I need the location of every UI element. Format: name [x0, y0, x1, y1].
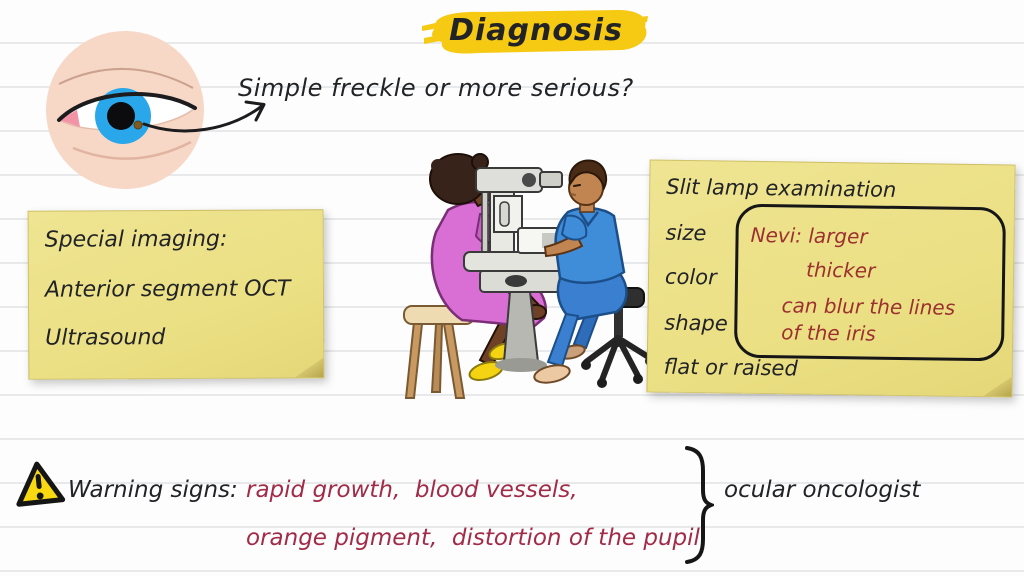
page-title-block: Diagnosis	[420, 6, 652, 58]
referral-text: ocular oncologist	[724, 477, 921, 503]
warning-triangle-icon	[16, 461, 66, 507]
criterion-color: color	[664, 264, 717, 290]
nevi-line-4: of the iris	[781, 320, 876, 346]
special-imaging-note: Special imaging: Anterior segment OCT Ul…	[27, 209, 325, 380]
imaging-item-ultrasound: Ultrasound	[45, 325, 166, 351]
right-curly-brace-icon	[685, 446, 714, 564]
nevi-line-2: thicker	[805, 257, 876, 283]
warning-signs-line-1: rapid growth, blood vessels,	[246, 477, 578, 503]
page-title: Diagnosis	[449, 13, 623, 48]
eye-with-freckle-illustration	[46, 31, 204, 189]
warning-signs-line-2: orange pigment, distortion of the pupil	[246, 525, 700, 551]
question-text: Simple freckle or more serious?	[238, 74, 634, 102]
nevi-characteristics-box: Nevi: larger thicker can blur the lines …	[733, 203, 1007, 362]
slit-lamp-note: Slit lamp examination size color shape f…	[646, 159, 1016, 398]
nevi-line-3: can blur the lines	[781, 293, 956, 320]
iris-freckle	[133, 120, 143, 130]
doctor	[533, 159, 628, 384]
warning-label: Warning signs:	[68, 477, 238, 503]
imaging-item-oct: Anterior segment OCT	[44, 276, 291, 303]
criterion-shape: shape	[664, 310, 728, 336]
nevi-line-1: Nevi: larger	[750, 222, 868, 249]
criterion-size: size	[665, 220, 707, 246]
imaging-note-title: Special imaging:	[44, 226, 228, 253]
slit-lamp-examination-illustration	[403, 153, 652, 399]
highlight-brush-stroke	[422, 10, 648, 54]
criterion-flat-or-raised: flat or raised	[663, 354, 798, 381]
curved-arrow-icon	[142, 100, 266, 133]
exam-note-title: Slit lamp examination	[666, 174, 897, 202]
